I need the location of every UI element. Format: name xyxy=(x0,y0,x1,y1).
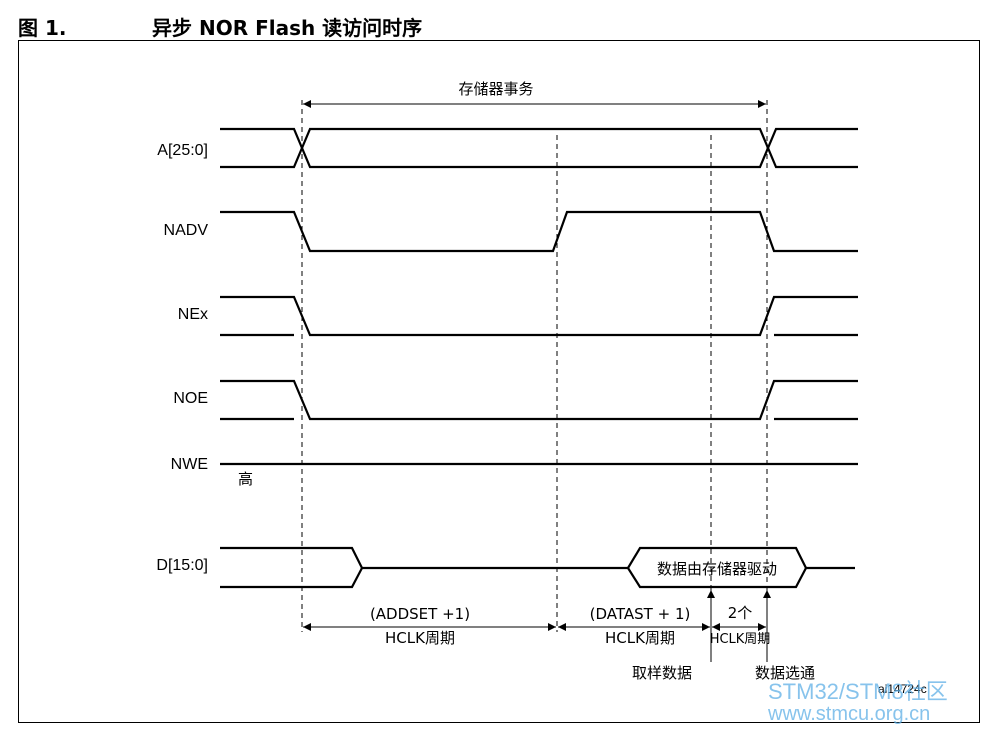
signal-label-d: D[15:0] xyxy=(156,557,208,574)
two-cycles-label: 2个 xyxy=(728,604,753,622)
figure-number: 图 1. xyxy=(18,16,67,40)
strobe-label: 数据选通 xyxy=(755,664,815,682)
datast-unit-label: HCLK周期 xyxy=(605,629,675,647)
signal-label-noe: NOE xyxy=(173,390,208,407)
figure-id: ai14724c xyxy=(878,682,927,696)
watermark-community: STM32/STM8社区 xyxy=(768,679,948,704)
waveform-a xyxy=(220,127,858,169)
waveform-nadv xyxy=(220,210,858,253)
transaction-label: 存储器事务 xyxy=(458,80,533,98)
signal-label-a: A[25:0] xyxy=(157,142,208,159)
waveform-noe xyxy=(220,379,858,421)
two-cycles-unit-label: HCLK周期 xyxy=(710,632,771,647)
signal-label-nadv: NADV xyxy=(164,222,209,239)
diagram-frame xyxy=(18,40,980,723)
datast-label: (DATAST + 1) xyxy=(590,605,691,623)
addset-unit-label: HCLK周期 xyxy=(385,629,455,647)
signal-label-nwe: NWE xyxy=(171,456,208,473)
nwe-level-label: 高 xyxy=(238,470,253,488)
sample-label: 取样数据 xyxy=(632,664,692,682)
data-driven-label: 数据由存储器驱动 xyxy=(657,560,777,578)
waveform-nex xyxy=(220,295,858,337)
signal-label-nex: NEx xyxy=(178,306,208,323)
watermark-url: www.stmcu.org.cn xyxy=(767,703,930,725)
addset-label: (ADDSET +1) xyxy=(370,605,470,623)
figure-title: 异步 NOR Flash 读访问时序 xyxy=(152,16,423,40)
waveform-d xyxy=(220,546,855,589)
